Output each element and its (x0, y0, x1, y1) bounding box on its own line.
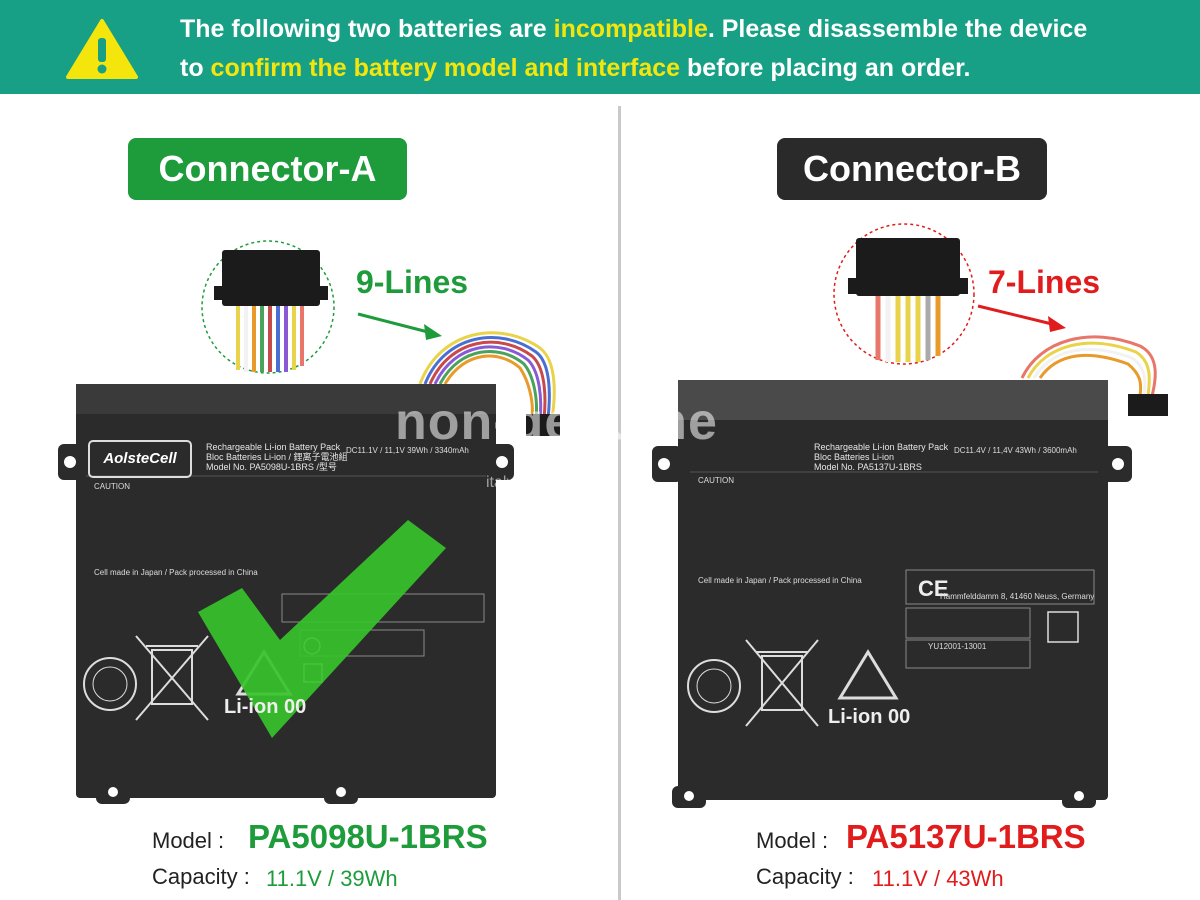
svg-text:CE: CE (918, 576, 949, 601)
left-battery-liion: Li-ion 00 (224, 696, 307, 718)
connector-a-badge: Connector-A (128, 138, 407, 200)
right-battery-title-1: Rechargeable Li-ion Battery Pack (814, 442, 949, 452)
left-battery (58, 384, 514, 804)
right-arrow-icon (977, 304, 1066, 332)
left-battery-title-2: Bloc Batteries Li-ion / 鋰离子電池組 (206, 452, 348, 462)
left-model-value: PA5098U-1BRS (248, 818, 488, 855)
right-capacity-label: Capacity : (756, 864, 854, 889)
left-capacity-value: 11.1V / 39Wh (266, 866, 398, 891)
left-battery-made-in: Cell made in Japan / Pack processed in C… (94, 568, 258, 577)
banner-message: The following two batteries are incompat… (180, 15, 1088, 82)
left-battery-caution: CAUTION (94, 482, 130, 491)
left-arrow-icon (357, 312, 442, 340)
right-capacity-value: 11.1V / 43Wh (872, 866, 1004, 891)
left-connector-zoom (201, 240, 335, 374)
center-divider (618, 106, 621, 900)
left-lines-label: 9-Lines (356, 264, 469, 300)
right-battery-liion: Li-ion 00 (828, 706, 911, 728)
right-battery-caution: CAUTION (698, 476, 734, 485)
watermark-site: italybatteria.it (486, 474, 581, 491)
connector-b-badge: Connector-B (777, 138, 1047, 200)
warning-icon (66, 19, 138, 79)
compatible-check-icon (198, 520, 446, 738)
right-model-value: PA5137U-1BRS (846, 818, 1086, 855)
right-battery-made-in: Cell made in Japan / Pack processed in C… (698, 576, 862, 585)
right-lines-label: 7-Lines (988, 264, 1101, 300)
watermark-text: non-genuine (395, 393, 718, 451)
left-battery-brand: AolsteCell (88, 440, 192, 478)
right-battery-cert: YU12001-13001 (928, 642, 987, 651)
left-capacity-label: Capacity : (152, 864, 250, 889)
right-connector-zoom (833, 223, 975, 365)
right-battery-address: Hammfelddamm 8, 41460 Neuss, Germany (940, 592, 1095, 601)
warning-banner: The following two batteries are incompat… (0, 0, 1200, 94)
right-battery-spec: DC11.4V / 11,4V 43Wh / 3600mAh (954, 446, 1077, 455)
left-battery-title-1: Rechargeable Li-ion Battery Pack (206, 442, 341, 452)
left-battery-spec: DC11.1V / 11,1V 39Wh / 3340mAh (346, 446, 469, 455)
right-battery-title-3: Model No. PA5137U-1BRS (814, 462, 922, 472)
right-model-label: Model : (756, 828, 829, 853)
right-battery-title-2: Bloc Batteries Li-ion (814, 452, 895, 462)
left-battery-title-3: Model No. PA5098U-1BRS /型号 (206, 462, 337, 472)
left-model-label: Model : (152, 828, 225, 853)
right-battery: CE (652, 380, 1132, 808)
